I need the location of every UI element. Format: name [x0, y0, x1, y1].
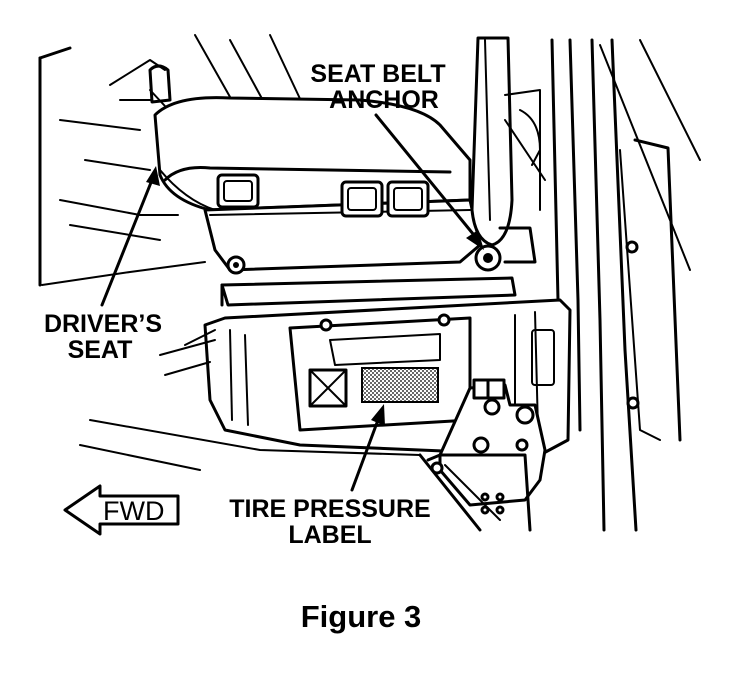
- seat-belt-anchor-label-line1: SEAT BELT: [310, 60, 445, 88]
- seat-post: [148, 64, 172, 104]
- leader-drivers-seat: [100, 166, 160, 307]
- fwd-arrow: FWD: [63, 484, 180, 536]
- drivers-seat: [153, 96, 482, 275]
- frame-border: [38, 46, 72, 287]
- tire-pressure-label-patch: [361, 367, 439, 403]
- tire-pressure-label-line2: LABEL: [288, 521, 371, 549]
- leader-seat-belt-anchor: [374, 113, 484, 250]
- seat-rail: [220, 276, 517, 307]
- drivers-seat-label-line1: DRIVER’S: [44, 310, 162, 338]
- fwd-text: FWD: [103, 496, 164, 526]
- leader-tire-pressure-label: [350, 404, 385, 492]
- tire-pressure-label-line1: TIRE PRESSURE: [229, 495, 430, 523]
- seat-belt: [470, 36, 537, 272]
- figure-caption: Figure 3: [301, 599, 422, 634]
- seat-bracket: [426, 378, 547, 532]
- seat-belt-anchor-label-line2: ANCHOR: [329, 86, 439, 114]
- door-structure: [504, 38, 701, 532]
- drivers-seat-label-line2: SEAT: [68, 336, 133, 364]
